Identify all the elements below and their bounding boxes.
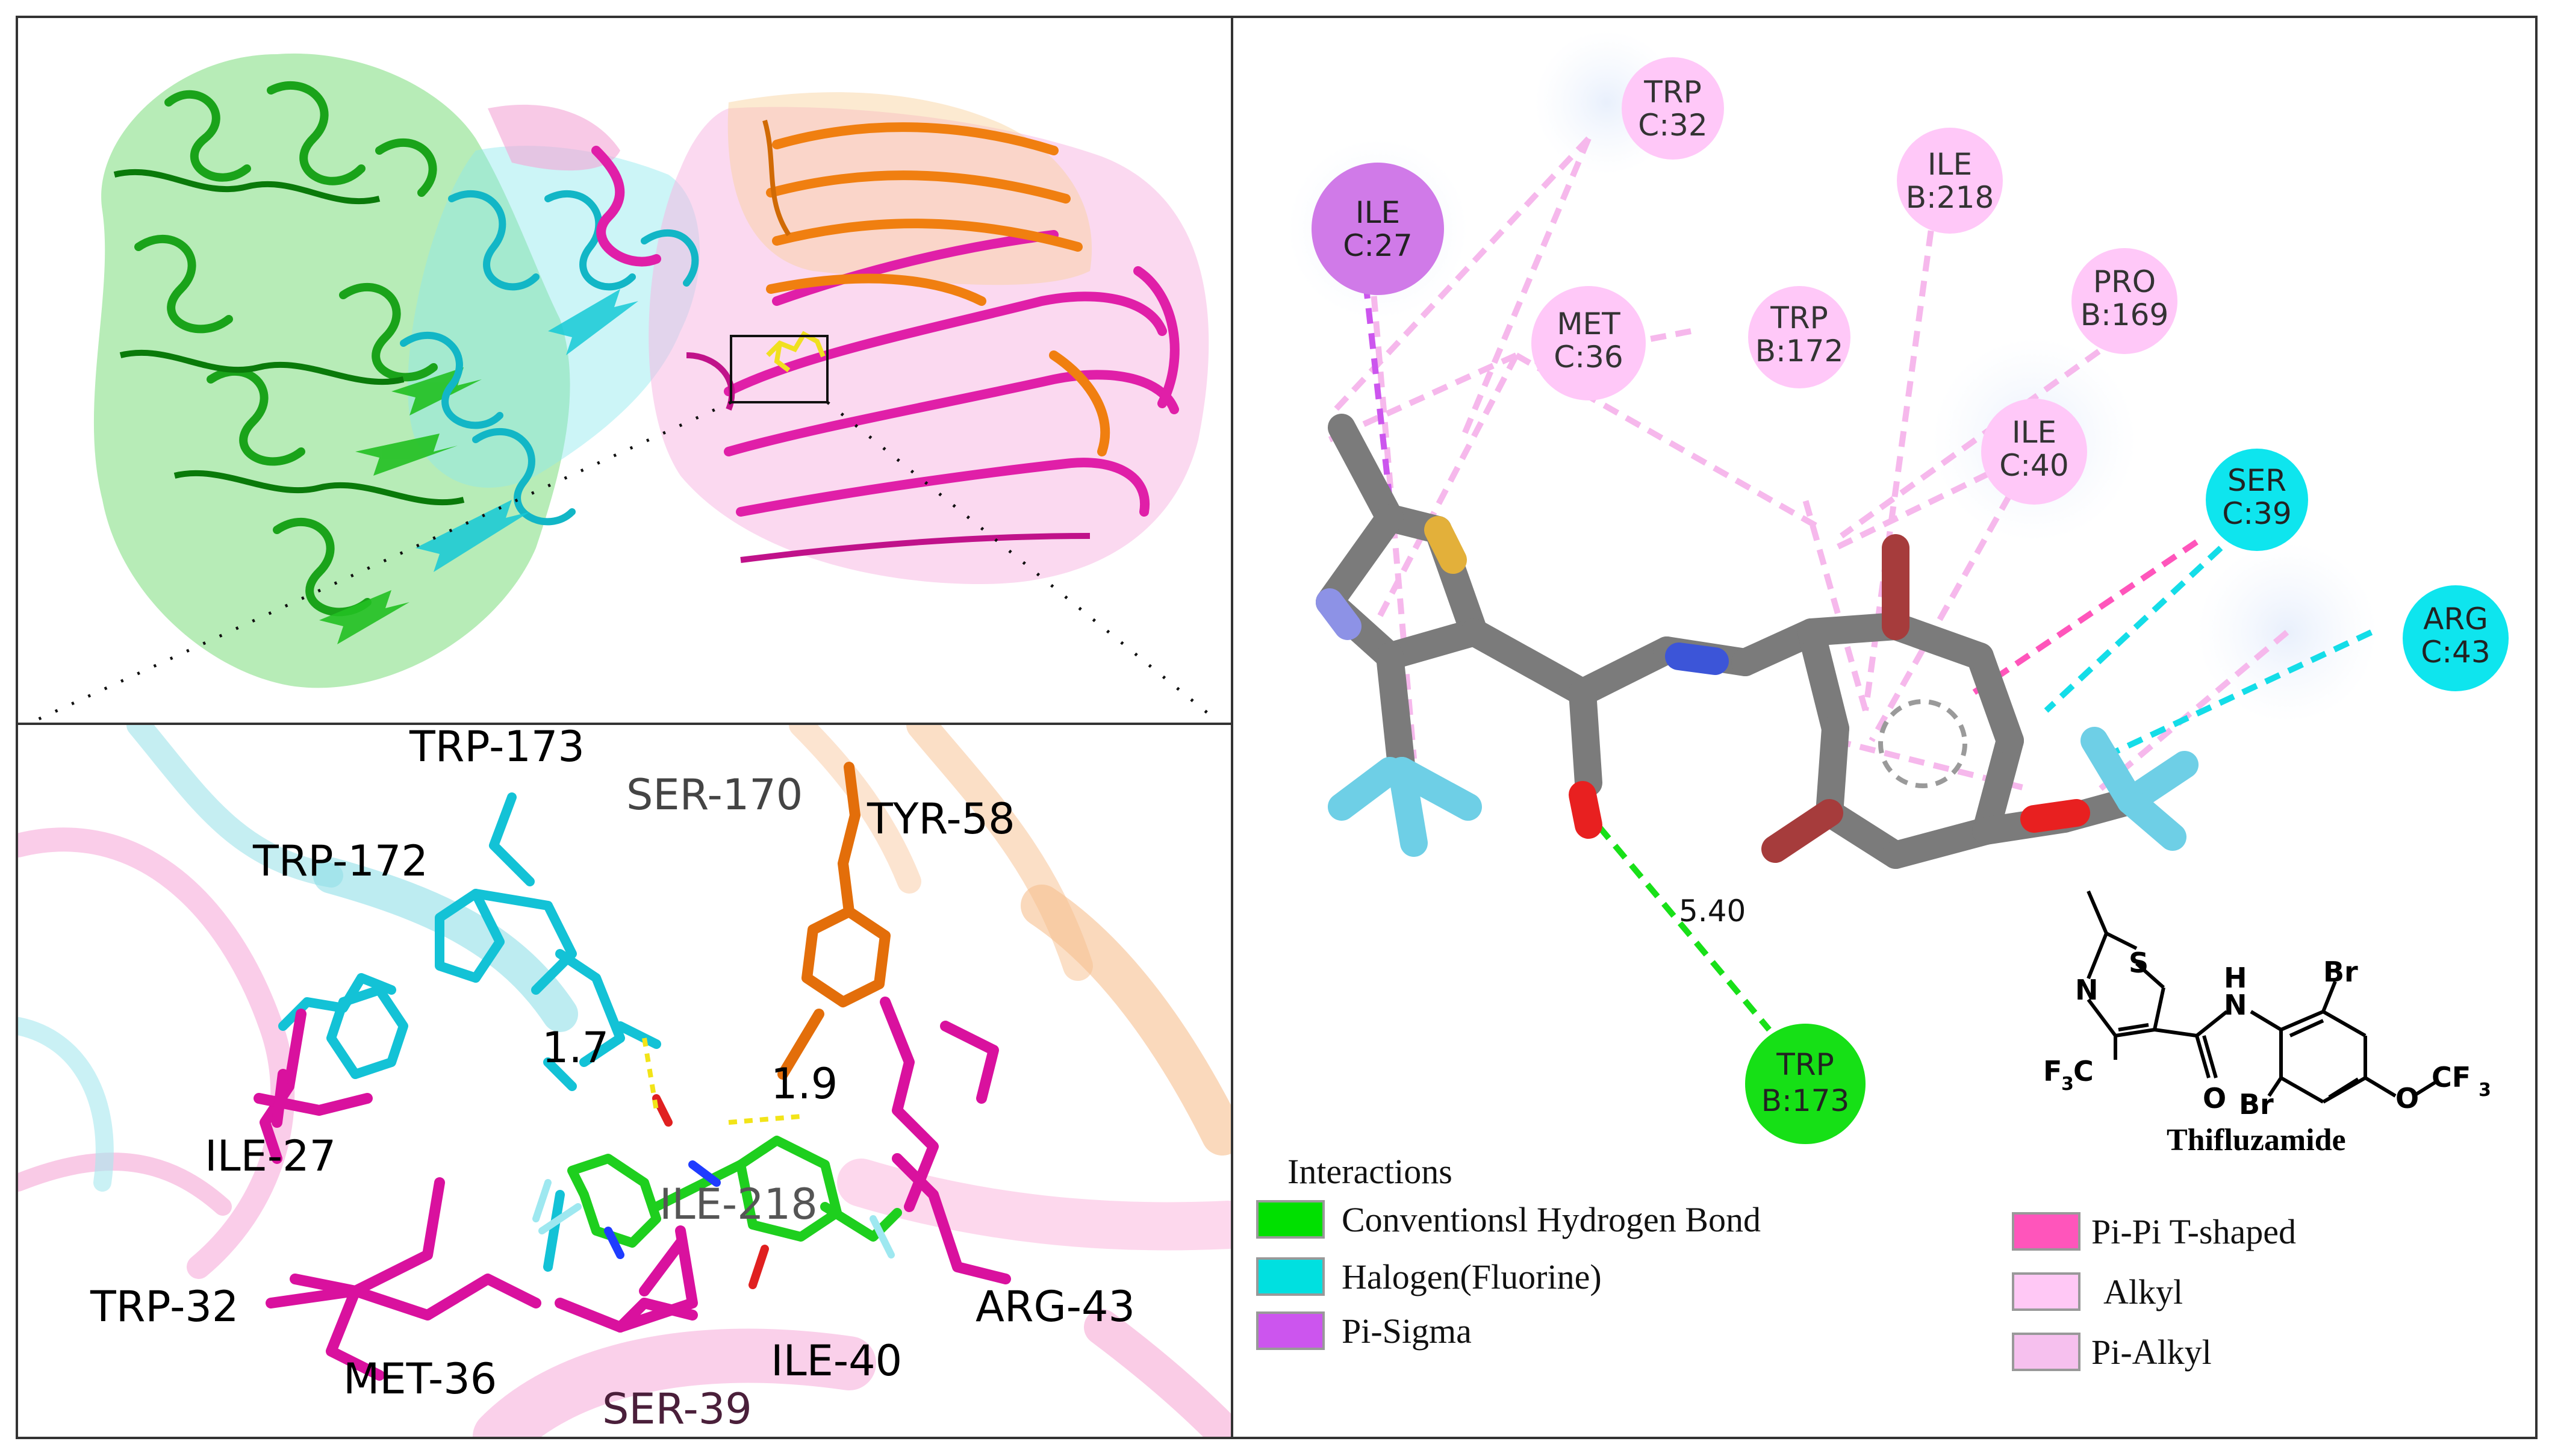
svg-text:ILE: ILE	[2012, 415, 2056, 450]
struct-cf: CF	[2432, 1061, 2471, 1094]
legend-item-halogen: Halogen(Fluorine)	[1256, 1257, 1602, 1296]
svg-text:C:40: C:40	[1999, 448, 2068, 483]
label-trp-172: TRP-172	[252, 836, 428, 886]
svg-text:Conventionsl Hydrogen Bond: Conventionsl Hydrogen Bond	[1342, 1200, 1761, 1239]
residue-ile-b218: ILE B:218	[1897, 128, 2003, 234]
svg-text:C:32: C:32	[1638, 108, 1707, 143]
label-ile-27: ILE-27	[205, 1131, 336, 1181]
label-distance-1-9: 1.9	[771, 1059, 838, 1109]
legend: Interactions Conventionsl Hydrogen Bond …	[1256, 1152, 2296, 1372]
label-ser-170: SER-170	[626, 770, 803, 820]
label-ile-40: ILE-40	[771, 1336, 902, 1386]
svg-text:Pi-Sigma: Pi-Sigma	[1342, 1311, 1472, 1351]
label-trp-32: TRP-32	[90, 1282, 238, 1331]
binding-site-box	[730, 335, 829, 403]
struct-o-carbonyl: O	[2203, 1082, 2226, 1115]
hbond-distance-label: 5.40	[1679, 894, 1746, 929]
svg-text:Alkyl: Alkyl	[2103, 1272, 2183, 1311]
svg-text:TRP: TRP	[1770, 300, 1828, 335]
svg-text:C:27: C:27	[1343, 228, 1412, 263]
legend-item-pi-pi: Pi-Pi T-shaped	[2012, 1212, 2296, 1251]
struct-o-ether: O	[2395, 1082, 2419, 1115]
label-met-36: MET-36	[343, 1354, 497, 1404]
svg-text:B:173: B:173	[1761, 1083, 1850, 1118]
residue-arg-c43: ARG C:43	[2403, 585, 2509, 691]
struct-nh-n: N	[2224, 989, 2247, 1021]
interaction-diagram-panel: TRP C:32 ILE C:27 ILE B:218 MET C:36 TRP	[1231, 16, 2538, 1439]
svg-text:C:36: C:36	[1554, 340, 1623, 375]
interaction-diagram: TRP C:32 ILE C:27 ILE B:218 MET C:36 TRP	[1256, 30, 2509, 1372]
struct-s: S	[2129, 947, 2149, 979]
label-tyr-58: TYR-58	[867, 794, 1015, 844]
svg-text:TRP: TRP	[1776, 1047, 1834, 1082]
residue-pro-b169: PRO B:169	[2071, 248, 2177, 354]
svg-text:ILE: ILE	[1355, 195, 1400, 230]
svg-text:B:169: B:169	[2081, 297, 2169, 332]
residue-trp-c32: TRP C:32	[1622, 57, 1724, 160]
svg-text:B:218: B:218	[1906, 180, 1994, 215]
struct-n: N	[2075, 974, 2099, 1006]
svg-text:B:172: B:172	[1755, 334, 1844, 369]
struct-br-bottom: Br	[2239, 1088, 2274, 1121]
legend-item-hbond: Conventionsl Hydrogen Bond	[1256, 1200, 1761, 1239]
legend-item-alkyl: Alkyl	[2012, 1272, 2183, 1311]
binding-site-illustration: TRP-173 SER-170 TYR-58 TRP-172 1.7 1.9 I…	[18, 725, 1231, 1437]
label-ile-218: ILE-218	[659, 1180, 818, 1229]
legend-item-pi-alkyl: Pi-Alkyl	[2012, 1333, 2212, 1372]
svg-text:TRP: TRP	[1643, 75, 1701, 110]
svg-text:ILE: ILE	[1928, 147, 1972, 182]
legend-item-pi-sigma: Pi-Sigma	[1256, 1311, 1472, 1351]
svg-text:PRO: PRO	[2093, 264, 2156, 299]
protein-complex-panel	[16, 16, 1233, 726]
label-arg-43: ARG-43	[976, 1282, 1135, 1331]
residue-ser-c39: SER C:39	[2206, 449, 2308, 551]
svg-text:MET: MET	[1557, 306, 1620, 341]
label-distance-1-7: 1.7	[542, 1023, 609, 1072]
struct-f3c-f: F	[2043, 1055, 2062, 1087]
struct-cf3-sub: 3	[2479, 1080, 2491, 1101]
struct-nh-h: H	[2224, 962, 2247, 994]
residue-trp-b172: TRP B:172	[1748, 286, 1850, 388]
legend-title: Interactions	[1287, 1152, 1452, 1191]
svg-text:SER: SER	[2227, 463, 2286, 498]
thifluzamide-structure	[2087, 890, 2439, 1104]
svg-text:Pi-Alkyl: Pi-Alkyl	[2091, 1333, 2212, 1372]
binding-site-panel: TRP-173 SER-170 TYR-58 TRP-172 1.7 1.9 I…	[16, 723, 1233, 1439]
residue-trp-b173: TRP B:173	[1745, 1024, 1866, 1144]
struct-f3c-sub: 3	[2061, 1074, 2074, 1095]
svg-text:C:39: C:39	[2222, 496, 2291, 531]
svg-text:Halogen(Fluorine): Halogen(Fluorine)	[1342, 1257, 1602, 1296]
compound-name: Thifluzamide	[2167, 1123, 2346, 1157]
svg-text:C:43: C:43	[2421, 635, 2490, 670]
residue-ile-c40: ILE C:40	[1981, 399, 2087, 505]
label-trp-173: TRP-173	[409, 725, 585, 771]
svg-text:Pi-Pi T-shaped: Pi-Pi T-shaped	[2091, 1212, 2296, 1251]
residue-ile-c27: ILE C:27	[1312, 163, 1444, 295]
label-ser-39: SER-39	[602, 1384, 752, 1434]
protein-complex-illustration	[35, 53, 1218, 722]
struct-br-top: Br	[2323, 956, 2358, 988]
svg-text:ARG: ARG	[2423, 602, 2488, 636]
residue-met-c36: MET C:36	[1531, 286, 1646, 400]
struct-f3c-c: C	[2073, 1055, 2094, 1087]
